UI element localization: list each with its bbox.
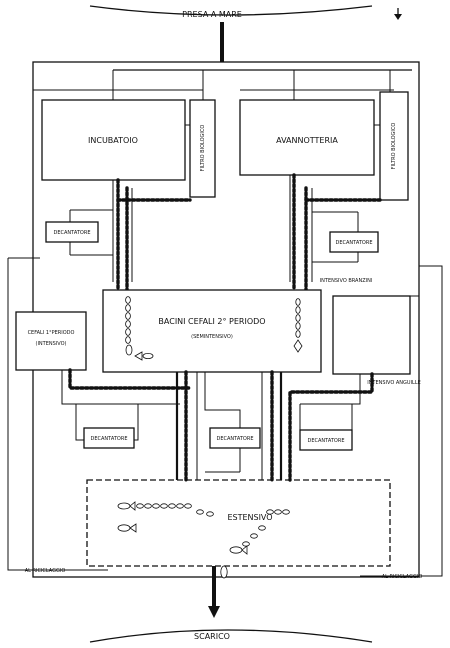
intake-pipe bbox=[220, 22, 224, 62]
fish-icon bbox=[229, 545, 248, 555]
fish-icon bbox=[293, 339, 303, 353]
recycle-left-line bbox=[7, 258, 108, 571]
bio-filter-right-box bbox=[379, 91, 409, 201]
extensive-label: ESTENSIVO bbox=[227, 513, 272, 522]
nursery-label: AVANNOTTERIA bbox=[276, 136, 338, 145]
discharge-arc bbox=[89, 629, 373, 643]
decanter-4-box bbox=[209, 427, 261, 449]
basin-left-chain bbox=[125, 296, 131, 344]
mullet-drain bbox=[68, 368, 192, 390]
decanter-1-label: DECANTATORE bbox=[54, 230, 91, 236]
bio-filter-left-box bbox=[189, 99, 216, 198]
fish-icon bbox=[117, 501, 136, 511]
mullet-period-1-sub: (INTENSIVO) bbox=[36, 341, 67, 347]
discharge-arrow bbox=[208, 606, 220, 618]
bio-filter-right-label: FILTRO BIOLOGICO bbox=[391, 123, 397, 170]
decanter-2-label: DECANTATORE bbox=[336, 240, 373, 246]
decanter-1-box bbox=[45, 221, 99, 243]
fish-icon bbox=[117, 523, 137, 533]
extensive-box bbox=[86, 479, 391, 567]
decanter-2-box bbox=[329, 231, 379, 253]
mullet-period-1-label: CEFALI 1°PERIODO bbox=[28, 330, 75, 336]
down-arrow-icon bbox=[394, 8, 402, 20]
discharge-label: SCARICO bbox=[194, 632, 230, 641]
sea-intake-label: PRESA A MARE bbox=[182, 10, 242, 19]
bream-drain bbox=[288, 372, 374, 482]
bream-intensive-label: INTENSIVO BRANZINI bbox=[320, 278, 373, 284]
fish-icon bbox=[220, 565, 228, 579]
fish-icon bbox=[125, 344, 154, 361]
extensive-chain bbox=[136, 503, 290, 547]
recycle-left-label: AL RICICLAGGIO bbox=[25, 568, 66, 574]
sea-intake-arc bbox=[89, 5, 373, 16]
recycle-right-label: AL RICICLAGGIO bbox=[382, 574, 423, 580]
basin-period-2-sub: (SEMINTENSIVO) bbox=[191, 334, 233, 340]
nursery-box bbox=[239, 99, 375, 176]
basin-right-chain bbox=[295, 298, 301, 338]
bio-filter-left-label: FILTRO BIOLOGICO bbox=[200, 125, 206, 172]
decanter-3-label: DECANTATORE bbox=[91, 436, 128, 442]
eel-intensive-label: INTENSIVO ANGUILLE bbox=[367, 380, 421, 386]
decanter-3-box bbox=[83, 427, 135, 449]
decanter-5-box bbox=[299, 429, 353, 451]
incubator-label: INCUBATOIO bbox=[88, 136, 138, 145]
mullet-period-1-box bbox=[15, 311, 87, 371]
decanter-5-label: DECANTATORE bbox=[308, 438, 345, 444]
discharge-pipe bbox=[212, 566, 216, 610]
bream-tank-box bbox=[332, 295, 411, 375]
basin-period-2-box bbox=[102, 289, 322, 373]
basin-period-2-label: BACINI CEFALI 2° PERIODO bbox=[158, 317, 265, 326]
decanter-4-label: DECANTATORE bbox=[217, 436, 254, 442]
incubator-box bbox=[41, 99, 186, 181]
